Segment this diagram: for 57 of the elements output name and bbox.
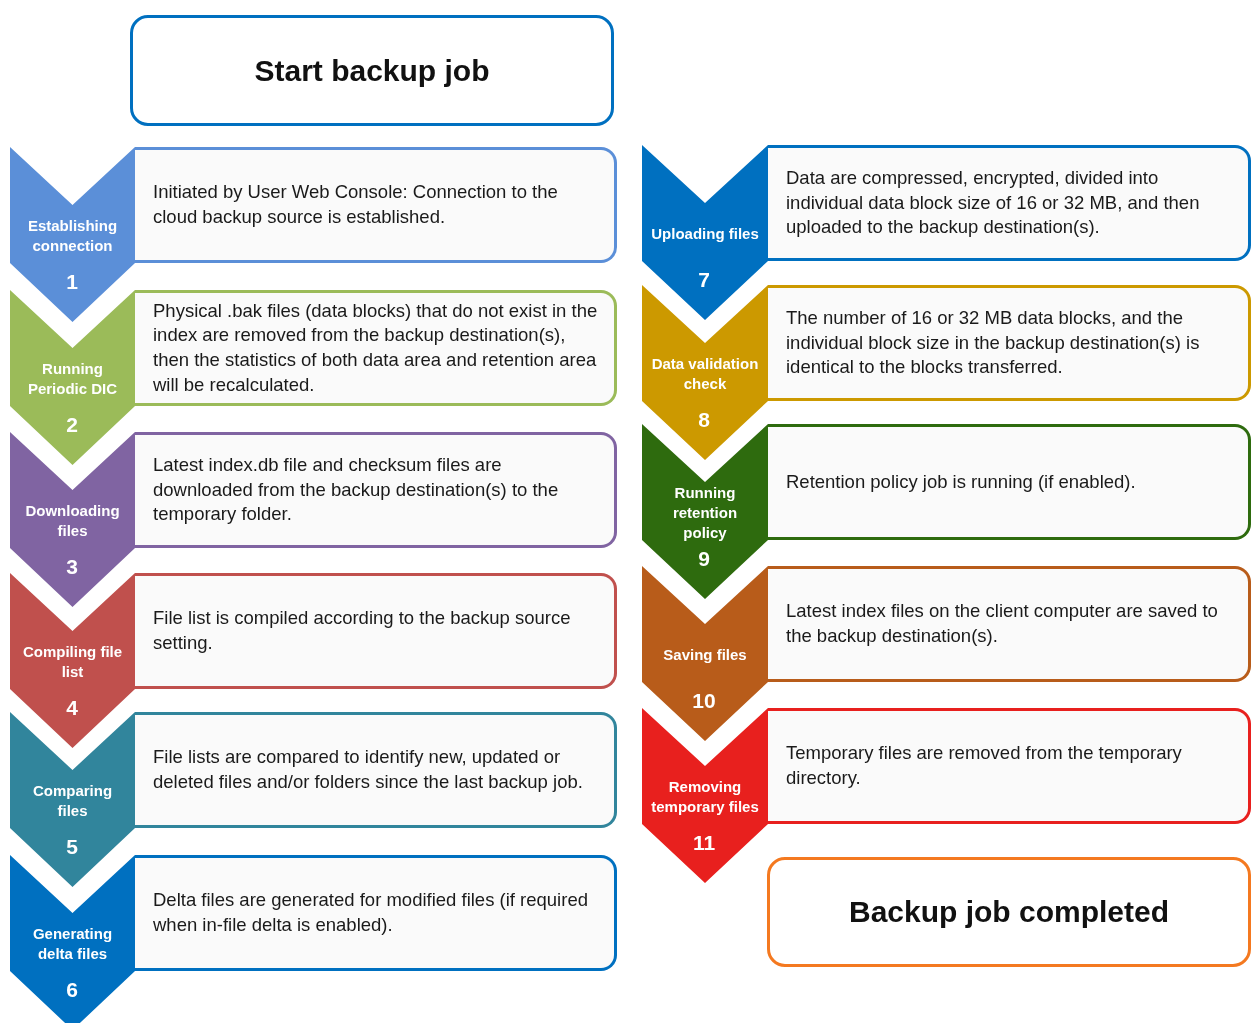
step-marker: [642, 566, 768, 741]
step-label: Compiling file list: [21, 641, 124, 682]
step-label: Running retention policy: [671, 482, 739, 544]
step-number: 3: [65, 555, 79, 579]
step-label: Removing temporary files: [650, 776, 760, 817]
terminal-text: Backup job completed: [848, 895, 1170, 929]
description-box: [135, 432, 617, 548]
step-label: Comparing files: [31, 780, 114, 821]
step-marker: [642, 145, 768, 320]
step-label: Running Periodic DIC: [26, 358, 119, 399]
step-number: 7: [697, 268, 711, 292]
step-number: 5: [65, 835, 79, 859]
description-box: [135, 147, 617, 263]
step-number: 1: [65, 270, 79, 294]
step-marker: [10, 290, 135, 465]
step-marker: [642, 708, 768, 883]
step-description: File lists are compared to identify new, updated or deleted files and/or folders since the last backup job.: [153, 745, 584, 794]
step-number: 8: [697, 408, 711, 432]
step-description: Latest index files on the client computer are saved to the backup destination(s).: [786, 599, 1219, 648]
step-number: 6: [65, 978, 79, 1002]
description-box: [135, 290, 617, 406]
terminal-text: Start backup job: [254, 53, 490, 88]
description-box: [135, 573, 617, 689]
step-description: The number of 16 or 32 MB data blocks, and the individual block size in the backup destination(s) is identical to the blocks transferred.: [786, 306, 1201, 380]
step-marker: [10, 432, 135, 607]
step-description: Retention policy job is running (if enabled).: [786, 469, 1136, 494]
step-marker: [10, 147, 135, 322]
step-number: 10: [691, 689, 717, 713]
step-description: Data are compressed, encrypted, divided into individual data block size of 16 or 32 MB, and then uploaded to the backup destination(s).: [786, 166, 1201, 240]
description-box: [768, 424, 1251, 540]
description-box: [768, 566, 1251, 682]
step-label: Data validation check: [650, 353, 760, 394]
step-label: Generating delta files: [31, 923, 114, 964]
step-description: Temporary files are removed from the temporary directory.: [786, 741, 1183, 790]
step-description: Latest index.db file and checksum files are downloaded from the backup destination(s) to the temporary folder.: [153, 453, 560, 527]
step-number: 9: [697, 547, 711, 571]
step-number: 4: [65, 696, 79, 720]
step-number: 2: [65, 413, 79, 437]
description-box: [135, 712, 617, 828]
step-label: Establishing connection: [26, 215, 119, 256]
step-description: Initiated by User Web Console: Connection to the cloud backup source is established.: [153, 180, 559, 229]
step-marker: [642, 285, 768, 460]
description-box: [135, 855, 617, 971]
terminal-box: [767, 857, 1251, 967]
description-box: [768, 285, 1251, 401]
step-label: Saving files: [663, 644, 747, 665]
description-box: [768, 708, 1251, 824]
step-description: Physical .bak files (data blocks) that do not exist in the index are removed from the backup destination(s), then the statistics of both data area and retention area will be recalculated.: [153, 298, 599, 397]
terminal-box: [130, 15, 614, 126]
step-marker: [10, 573, 135, 748]
step-marker: [10, 855, 135, 1023]
step-label: Downloading files: [24, 500, 121, 541]
step-description: Delta files are generated for modified files (if required when in-file delta is enabled).: [153, 888, 589, 937]
description-box: [768, 145, 1251, 261]
step-number: 11: [691, 831, 717, 855]
step-description: File list is compiled according to the backup source setting.: [153, 606, 572, 655]
step-label: Uploading files: [651, 223, 759, 244]
